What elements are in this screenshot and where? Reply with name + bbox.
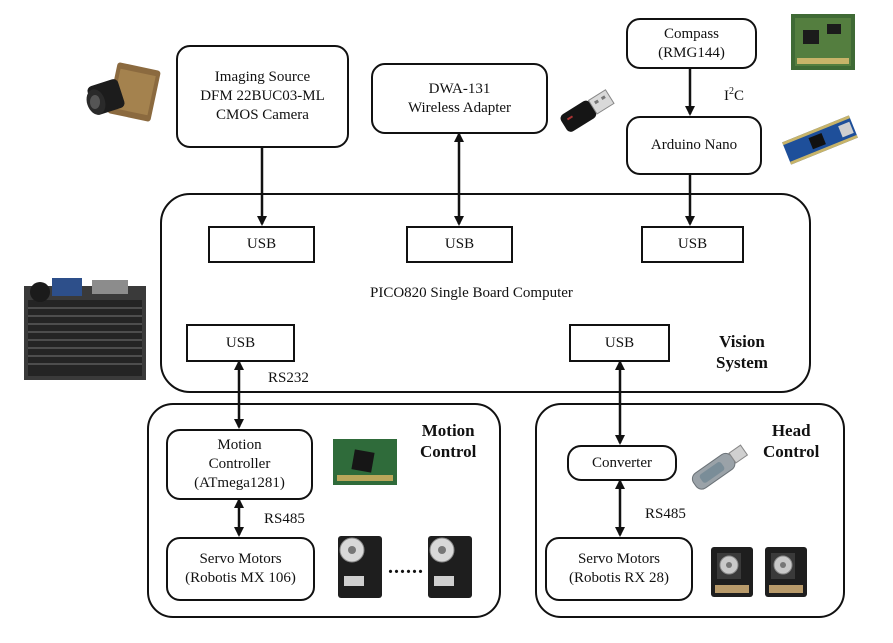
head-control-region [535,403,845,618]
motion-control-region [147,403,501,618]
rs232-label: RS232 [268,370,309,386]
arduino-nano-box: Arduino Nano [626,116,762,175]
sbc-label: PICO820 Single Board Computer [370,285,573,301]
servo-rx28-photo-2 [765,547,807,597]
rs485-left-label: RS485 [264,511,305,527]
servo-chain-dots: ...... [388,556,424,578]
compass-box: Compass (RMG144) [626,18,757,69]
i2c-superscript: 2 [729,86,734,97]
camera-box: Imaging Source DFM 22BUC03-ML CMOS Camer… [176,45,349,148]
motion-control-label: Motion Control [420,421,477,461]
rs485-right-label: RS485 [645,506,686,522]
motion-controller-board-photo [333,439,397,485]
vision-system-label: Vision System [716,332,768,372]
wireless-dongle-photo [560,89,615,132]
camera-photo [86,62,161,122]
servo-mx106-photo-2 [428,536,472,598]
usb-mid-left-box: USB [186,324,295,362]
servo-mx106-box: Servo Motors (Robotis MX 106) [166,537,315,601]
servo-rx28-photo-1 [711,547,753,597]
arduino-nano-photo [782,115,858,165]
usb-top-left-box: USB [208,226,315,263]
usb-converter-photo [691,444,749,490]
vision-system-region [160,193,811,393]
usb-mid-right-box: USB [569,324,670,362]
head-control-label: Head Control [763,421,820,461]
motion-controller-box: Motion Controller (ATmega1281) [166,429,313,500]
usb-top-right-box: USB [641,226,744,263]
converter-box: Converter [567,445,677,481]
sbc-photo [24,278,146,380]
compass-board-photo [791,14,855,70]
wireless-adapter-box: DWA-131 Wireless Adapter [371,63,548,134]
i2c-label: I2C [724,86,745,104]
servo-rx28-box: Servo Motors (Robotis RX 28) [545,537,693,601]
servo-mx106-photo-1 [338,536,382,598]
usb-top-mid-box: USB [406,226,513,263]
